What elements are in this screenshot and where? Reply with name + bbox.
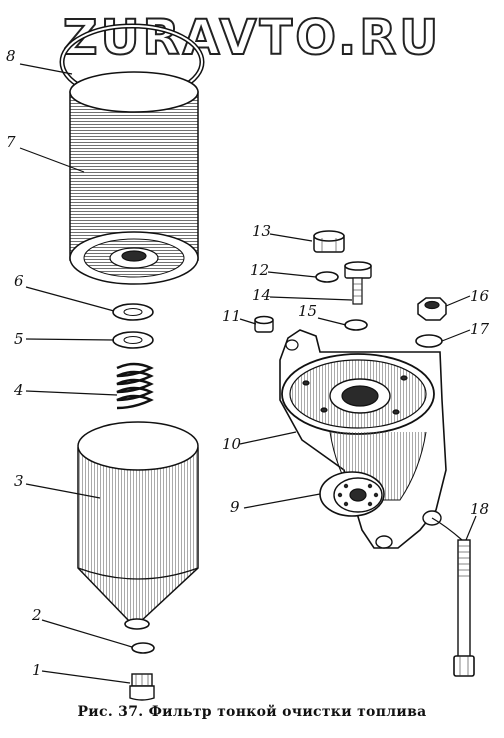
leader-lines [19, 63, 477, 684]
label-3: 3 [14, 472, 24, 490]
part-6-washer [112, 303, 154, 321]
part-7-filter-element [69, 71, 199, 285]
label-1: 1 [32, 661, 42, 679]
watermark-text: ZURAVTO.RU [63, 10, 441, 66]
part-11-plug [254, 315, 274, 333]
label-5: 5 [14, 330, 24, 348]
part-2-washer [131, 642, 155, 654]
part-16-nut [417, 297, 447, 321]
label-4: 4 [13, 381, 24, 399]
label-17: 17 [470, 320, 490, 338]
part-13-nut [313, 230, 345, 253]
label-9: 9 [230, 498, 240, 516]
part-18-stud [453, 539, 475, 677]
part-4-spring [116, 362, 154, 410]
part-12-washer [315, 271, 339, 283]
part-17-washer [415, 334, 443, 348]
label-15: 15 [298, 302, 317, 320]
part-1-plug [129, 673, 155, 701]
label-14: 14 [252, 286, 271, 304]
label-16: 16 [470, 287, 490, 305]
label-12: 12 [250, 261, 269, 279]
label-7: 7 [6, 133, 16, 151]
part-14-bolt [344, 261, 372, 305]
label-8: 8 [6, 47, 16, 65]
figure-caption: Рис. 37. Фильтр тонкой очистки топлива [77, 704, 427, 720]
part-3-housing [77, 421, 199, 630]
part-15-washer [344, 319, 368, 331]
label-6: 6 [14, 272, 24, 290]
label-2: 2 [31, 606, 42, 624]
label-13: 13 [252, 222, 271, 240]
label-10: 10 [222, 435, 242, 453]
label-18: 18 [470, 500, 489, 518]
part-9-union [319, 471, 385, 517]
stud-guide-line [431, 517, 463, 541]
label-11: 11 [222, 307, 241, 325]
part-5-washer [112, 331, 154, 349]
